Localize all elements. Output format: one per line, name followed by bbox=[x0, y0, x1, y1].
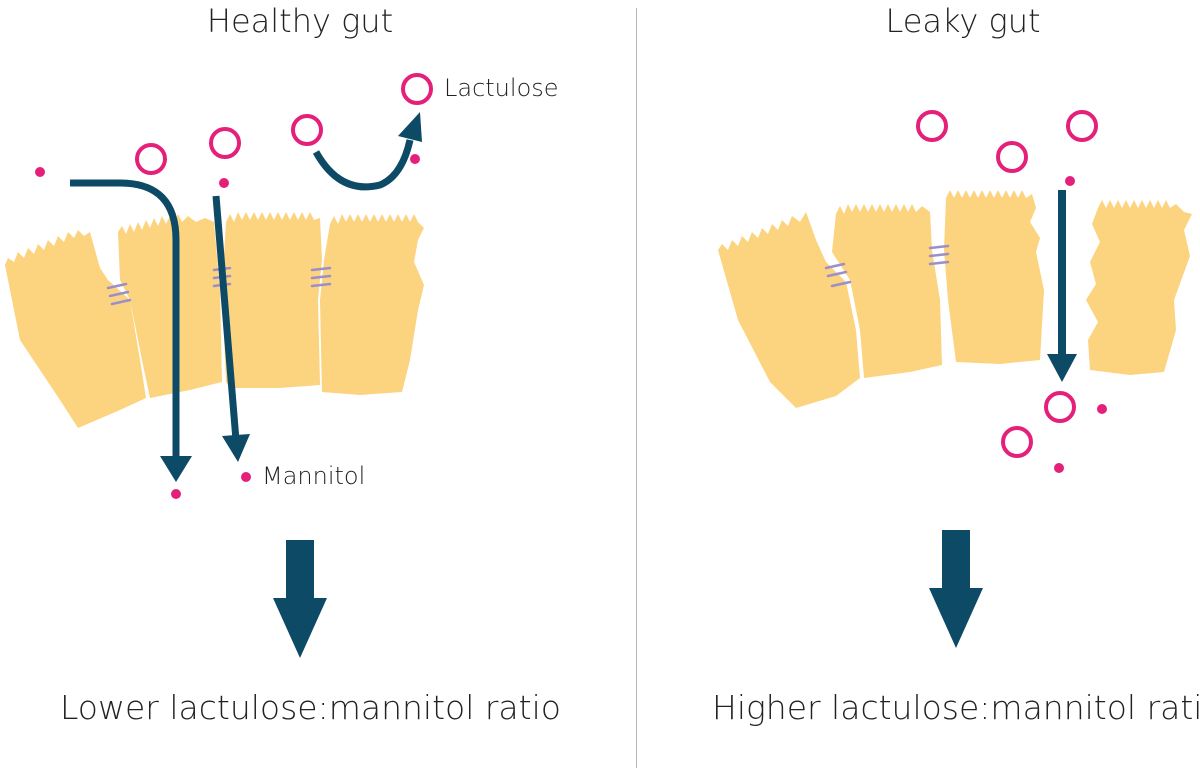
mannitol-molecule bbox=[1054, 463, 1064, 473]
leaky-cell-1 bbox=[718, 212, 860, 408]
leaky-lactulose-molecules bbox=[916, 110, 1098, 458]
mannitol-molecule bbox=[171, 489, 181, 499]
mannitol-label: Mannitol bbox=[262, 462, 366, 490]
healthy-arrowheads bbox=[160, 112, 422, 482]
healthy-gut-caption: Lower lactulose:mannitol ratio bbox=[60, 688, 561, 727]
lactulose-molecule bbox=[1044, 391, 1076, 423]
healthy-gut-title: Healthy gut bbox=[206, 2, 394, 40]
arrowhead-3 bbox=[398, 112, 422, 142]
healthy-lactulose-molecules bbox=[135, 73, 433, 175]
leaky-cell-4 bbox=[1086, 200, 1192, 375]
lactulose-molecule bbox=[209, 127, 241, 159]
lactulose-label: Lactulose bbox=[444, 74, 559, 102]
mannitol-molecule bbox=[1065, 176, 1075, 186]
lactulose-molecule bbox=[996, 141, 1028, 173]
healthy-result-arrow bbox=[273, 540, 327, 658]
lactulose-molecule bbox=[916, 110, 948, 142]
leaky-result-arrow bbox=[929, 530, 983, 648]
healthy-epithelium bbox=[5, 212, 424, 428]
leaky-cell-3 bbox=[944, 190, 1044, 364]
healthy-arrows bbox=[70, 139, 414, 458]
healthy-cell-1 bbox=[5, 230, 146, 428]
leaky-tight-junctions bbox=[824, 244, 950, 288]
panel-divider bbox=[636, 8, 637, 768]
mannitol-molecule bbox=[410, 154, 420, 164]
lactulose-molecule bbox=[135, 143, 167, 175]
mannitol-molecule bbox=[35, 167, 45, 177]
lactulose-legend-molecule bbox=[401, 73, 433, 105]
leaky-epithelium bbox=[718, 190, 1192, 408]
mannitol-transcellular-arrow bbox=[212, 195, 240, 441]
mannitol-legend-molecule bbox=[241, 472, 251, 482]
lactulose-molecule bbox=[1001, 426, 1033, 458]
leaky-gut-title: Leaky gut bbox=[885, 2, 1041, 40]
lactulose-molecule bbox=[291, 114, 323, 146]
healthy-cell-4 bbox=[320, 214, 424, 395]
healthy-cell-3 bbox=[222, 212, 322, 388]
arrowhead-1 bbox=[160, 456, 192, 482]
mannitol-paracellular-arrow bbox=[70, 179, 180, 458]
lactulose-molecule bbox=[1066, 110, 1098, 142]
leaky-mannitol-molecules bbox=[1054, 176, 1107, 473]
healthy-mannitol-molecules bbox=[35, 154, 420, 499]
mannitol-molecule bbox=[1097, 404, 1107, 414]
mannitol-molecule bbox=[219, 178, 229, 188]
leaky-gut-caption: Higher lactulose:mannitol ratio bbox=[712, 688, 1200, 727]
arrowhead-2 bbox=[222, 434, 250, 462]
lactulose-reject-arrow bbox=[312, 139, 414, 191]
leaky-arrowhead bbox=[1047, 354, 1077, 382]
leaky-cell-2 bbox=[832, 204, 942, 378]
healthy-cell-2 bbox=[118, 214, 222, 398]
